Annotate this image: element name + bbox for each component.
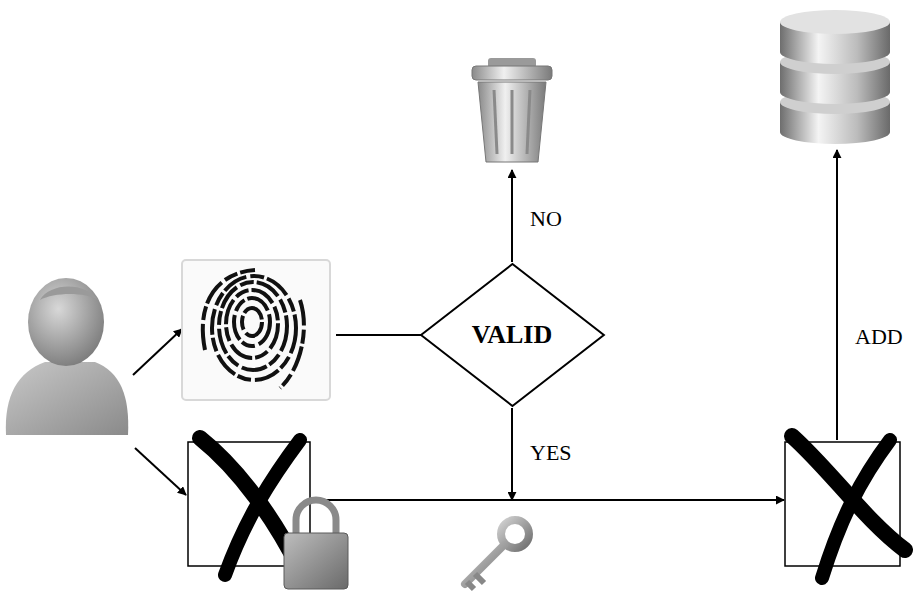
branch-label: NO [528, 206, 564, 232]
arrow [310, 499, 784, 501]
arrow [836, 150, 838, 440]
database-icon [780, 10, 890, 144]
user-icon [6, 278, 128, 435]
encrypted-template [188, 438, 348, 589]
trash-icon [472, 58, 552, 162]
arrow [511, 408, 513, 500]
branch-label: YES [528, 440, 574, 466]
arrow [336, 334, 433, 336]
branch-label: ADD [853, 324, 905, 350]
decision-text: VALID [472, 320, 552, 350]
diamond-border [421, 264, 604, 406]
arrow [511, 170, 513, 262]
key-icon [465, 520, 529, 589]
decision-diamond: VALID [420, 263, 605, 407]
arrow [133, 329, 182, 375]
stored-template [785, 436, 905, 578]
arrow [135, 448, 186, 495]
fingerprint-image [182, 260, 330, 400]
